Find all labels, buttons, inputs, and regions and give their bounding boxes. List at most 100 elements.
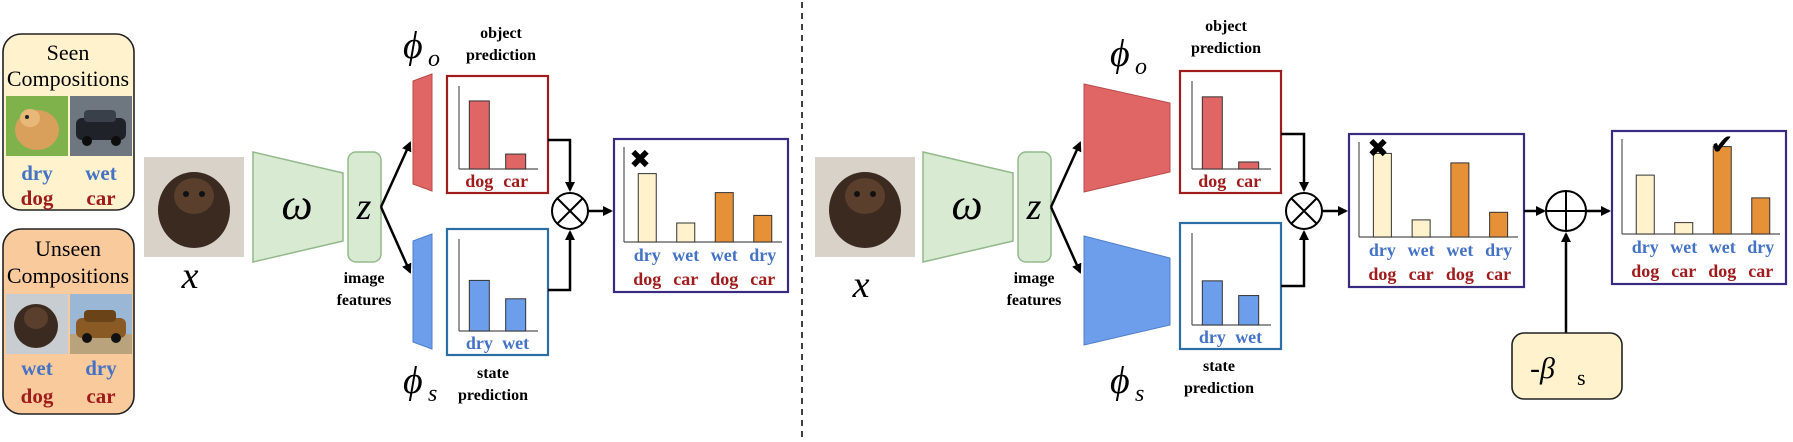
car-photo-icon [70, 96, 132, 156]
state-to-product-arrow [1281, 230, 1309, 288]
dog-photo-icon [6, 96, 68, 156]
chart-bar [505, 153, 527, 170]
chart-bar-label: dog [1198, 171, 1226, 191]
seen-compositions-card: Seen Compositions dry wet dog car [2, 33, 135, 211]
left-pipeline: x ω z image features ϕ o ϕ s object pred… [144, 25, 790, 407]
chart-bar [1751, 197, 1771, 235]
object-prediction-box [1178, 69, 1283, 195]
unseen-title-line2: Compositions [7, 263, 129, 288]
chart-bar [714, 192, 734, 243]
object-to-product-arrow [1281, 132, 1309, 192]
chart-bar [1489, 211, 1509, 238]
input-dog-photo-icon [815, 157, 915, 257]
chart-bar-state-label: dry [634, 245, 661, 265]
chart-bar-state-label: wet [1446, 240, 1473, 260]
chart-bar-label: car [503, 171, 528, 191]
state-head-symbol: ϕ [1110, 360, 1130, 402]
chart-bar-state-label: wet [1709, 237, 1736, 257]
chart-bar [676, 222, 696, 243]
dog-photo-icon [6, 294, 68, 354]
chart-bar-state-label: wet [711, 245, 738, 265]
seen-image1-object: dog [21, 186, 54, 210]
object-head-symbol: ϕ [403, 25, 423, 67]
chart-bar [468, 100, 490, 170]
chart-bar-state-label: dry [1632, 237, 1659, 257]
chart-bar-object-label: dog [1631, 261, 1659, 281]
chart-bar-state-label: wet [672, 245, 699, 265]
chart-bar [1238, 295, 1260, 326]
unseen-image2-state: dry [85, 356, 117, 380]
chart-bar-object-label: car [1748, 261, 1773, 281]
bias-prefix: -β [1530, 352, 1555, 385]
chart-bar-object-label: car [750, 269, 775, 289]
seen-title-line2: Compositions [7, 66, 129, 91]
object-to-product-arrow [548, 138, 575, 192]
chart-bar-object-label: car [1486, 264, 1511, 284]
object-pred-label-line1: object [480, 25, 522, 42]
encoder-block [922, 151, 1014, 263]
unseen-compositions-card: Unseen Compositions wet dry dog car [2, 228, 135, 415]
state-pred-label-line1: state [477, 365, 509, 382]
state-head-sub: s [428, 381, 437, 407]
chart-bar-object-label: dog [633, 269, 661, 289]
chart-bar [1238, 161, 1260, 170]
chart-bar-object-label: car [1671, 261, 1696, 281]
chart-bar-label: dry [466, 333, 493, 353]
chart-bar-label: dry [1199, 327, 1226, 347]
object-head-sub: o [1135, 54, 1147, 80]
seen-image2-object: car [86, 186, 115, 210]
state-prediction-box [1178, 221, 1283, 351]
right-pipeline: x ω z image features ϕ o ϕ s object pred… [815, 18, 1788, 407]
chart-bar [505, 298, 527, 332]
chart-bar-state-label: wet [1670, 237, 1697, 257]
state-head-symbol: ϕ [403, 360, 423, 402]
check-mark-icon: ✔ [1710, 130, 1733, 161]
state-head-sub: s [1135, 381, 1144, 407]
object-head-block [412, 73, 433, 192]
chart-bar-state-label: dry [1485, 240, 1512, 260]
arrow-to-state-head [379, 206, 412, 274]
arrow-to-object-head [1049, 141, 1082, 208]
arrow-to-state-head [1049, 206, 1082, 274]
seen-image1-state: dry [21, 161, 53, 185]
chart-bar-object-label: car [1409, 264, 1434, 284]
input-symbol: x [852, 264, 870, 306]
state-pred-label-line1: state [1203, 358, 1235, 375]
chart-bar-object-label: car [673, 269, 698, 289]
chart-bar [1411, 219, 1431, 238]
chart-bar-label: wet [502, 333, 529, 353]
object-pred-label-line1: object [1205, 18, 1247, 35]
car-photo-icon [70, 294, 132, 354]
chart-bar [753, 214, 773, 243]
state-prediction-box [445, 227, 550, 357]
object-prediction-box [445, 74, 550, 195]
object-head-symbol: ϕ [1110, 33, 1130, 75]
arrow-to-object-head [379, 141, 412, 208]
object-pred-label-line2: prediction [1191, 40, 1261, 57]
feature-label-line2: features [337, 292, 392, 309]
input-symbol: x [181, 255, 199, 297]
unseen-title-line1: Unseen [35, 236, 101, 261]
chart-bar-label: wet [1235, 327, 1262, 347]
chart-bar-label: dog [465, 171, 493, 191]
chart-bar [1201, 96, 1223, 170]
state-head-block [412, 233, 433, 350]
feature-label-line2: features [1007, 292, 1062, 309]
state-pred-label-line2: prediction [1184, 380, 1254, 397]
chart-bar-state-label: dry [749, 245, 776, 265]
input-dog-photo-icon [144, 157, 244, 257]
chart-bar [637, 173, 657, 243]
chart-bar-object-label: dog [1446, 264, 1474, 284]
feature-label-line1: image [344, 270, 385, 287]
chart-bar-label: car [1236, 171, 1261, 191]
chart-bar [1450, 162, 1470, 238]
chart-bar-object-label: dog [710, 269, 738, 289]
object-head-block [1083, 83, 1171, 193]
state-pred-label-line2: prediction [458, 387, 528, 404]
chart-bar-object-label: dog [1708, 261, 1736, 281]
